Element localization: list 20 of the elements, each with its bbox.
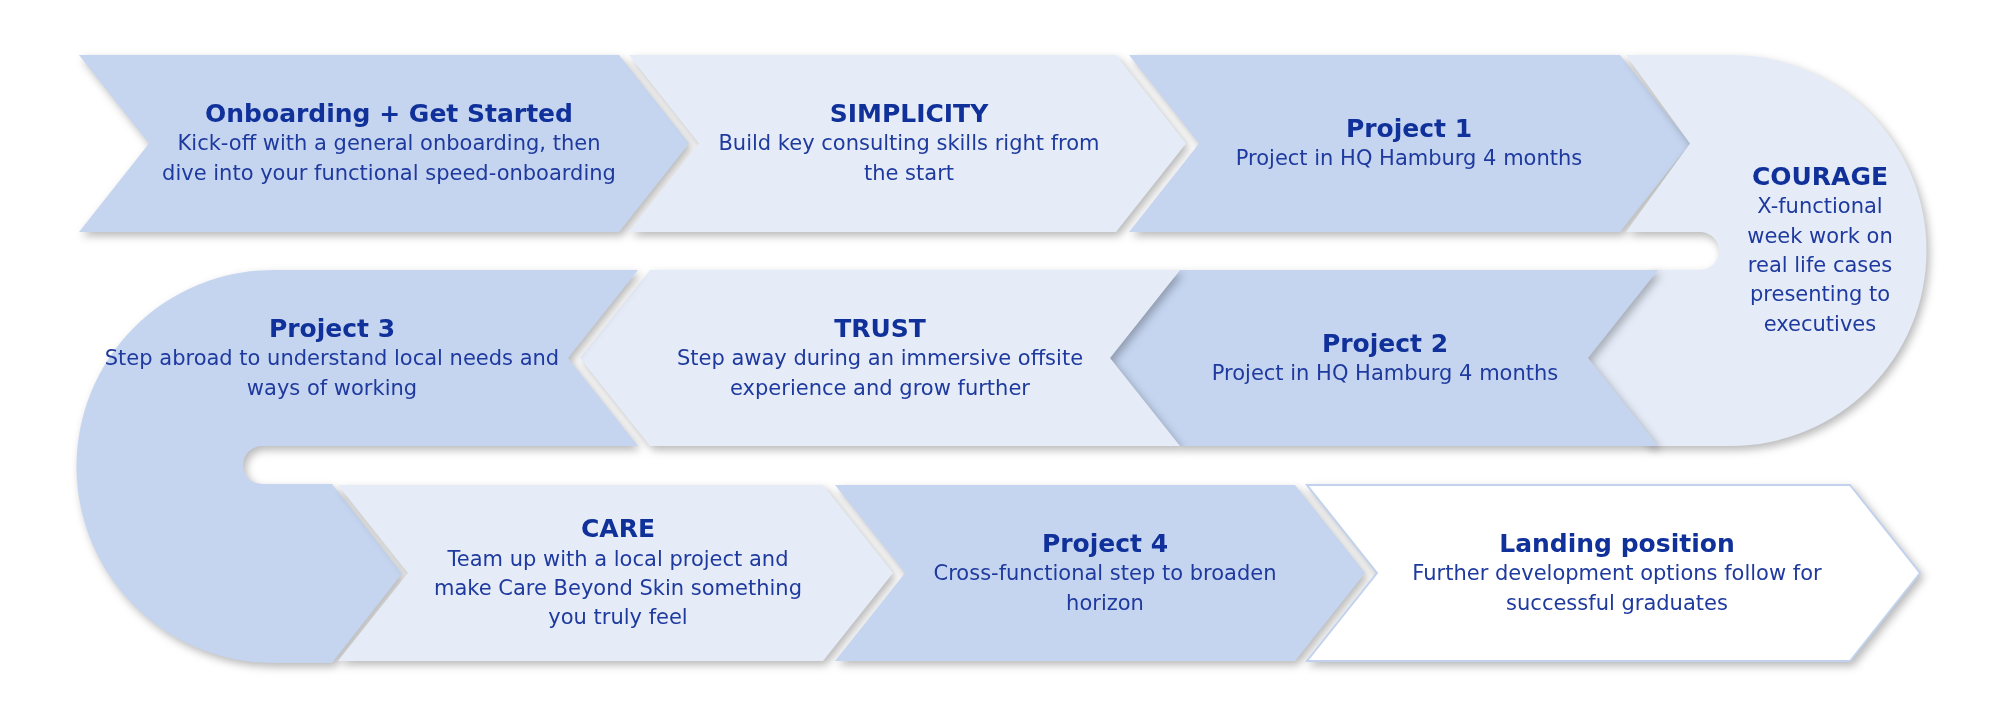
step-description: Build key consulting skills right from the start xyxy=(717,130,1101,187)
step-title: Landing position xyxy=(1499,528,1735,560)
step-description: Step abroad to understand local needs and ways of working xyxy=(103,345,561,402)
step-description: X-functional week work on real life cases presenting to executives xyxy=(1746,193,1894,338)
step-title: TRUST xyxy=(834,313,926,345)
step-title: Project 2 xyxy=(1321,327,1449,359)
step-description: Team up with a local project and make Care Beyond Skin something you truly feel xyxy=(432,545,803,632)
step-description: Step away during an immersive offsite experience and grow further xyxy=(675,345,1085,402)
step-title: Project 3 xyxy=(268,313,396,345)
step-title: SIMPLICITY xyxy=(829,98,989,130)
step-description: Kick-off with a general onboarding, then dive into your functional speed-onboarding xyxy=(161,130,617,187)
step-description: Project in HQ Hamburg 4 months xyxy=(1211,359,1559,387)
step-description: Cross-functional step to broaden horizon xyxy=(932,560,1278,617)
step-description: Project in HQ Hamburg 4 months xyxy=(1235,144,1583,172)
step-title: COURAGE xyxy=(1751,160,1889,193)
step-description: Further development options follow for successful graduates xyxy=(1411,560,1823,617)
step-title: CARE xyxy=(581,513,655,545)
step-title: Project 1 xyxy=(1345,112,1473,144)
step-title: Project 4 xyxy=(1041,528,1169,560)
step-title: Onboarding + Get Started xyxy=(205,98,573,130)
